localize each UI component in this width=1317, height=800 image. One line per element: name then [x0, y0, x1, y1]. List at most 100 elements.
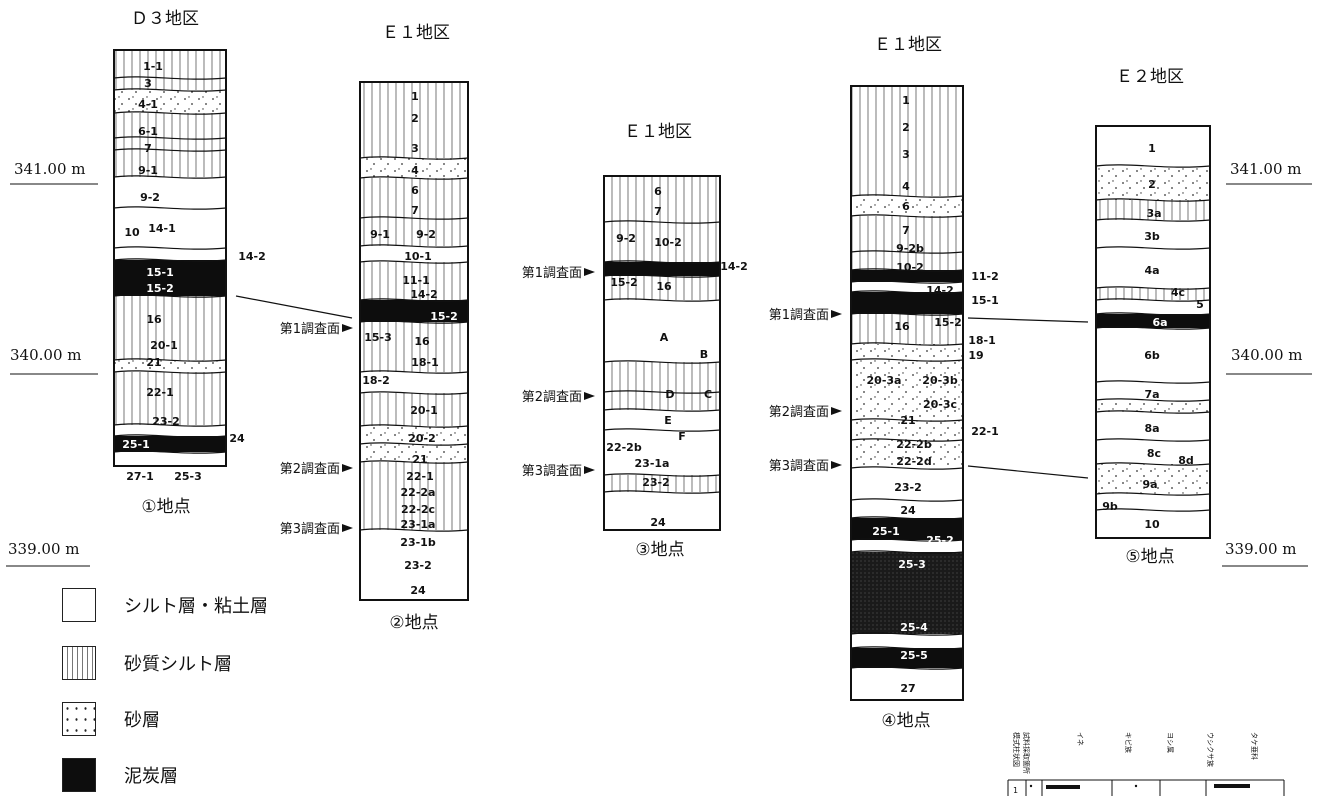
- layer-label: 21: [412, 453, 427, 466]
- layer-label: 10-2: [896, 261, 924, 274]
- layer-label: 20-3a: [867, 374, 902, 387]
- layer-label: 22-2d: [896, 455, 931, 468]
- elevation-label-339-right: 339.00 m: [1225, 540, 1296, 558]
- layer-label: 6: [411, 184, 419, 197]
- layer-label: 9-1: [138, 164, 158, 177]
- layer-label: 6a: [1152, 316, 1167, 329]
- layer-label: 10: [124, 226, 140, 239]
- layer-label: 19: [968, 349, 983, 362]
- layer-label: 20-1: [150, 339, 178, 352]
- layer-label: 5: [1196, 298, 1204, 311]
- layer-label: 4-1: [138, 98, 158, 111]
- legend-label-peat: 泥炭層: [124, 762, 178, 788]
- layer-label: 23-1b: [400, 536, 436, 549]
- layer-label: 1: [1148, 142, 1156, 155]
- layer-label: 14-2: [238, 250, 266, 263]
- layer-label: 22-1: [971, 425, 999, 438]
- inset-dot: [1135, 785, 1137, 787]
- layer-label: 18-1: [968, 334, 996, 347]
- layer-label: 14-2: [926, 284, 954, 297]
- layer-label: 20-1: [410, 404, 438, 417]
- layer-label: E: [664, 414, 672, 427]
- legend-item-sandy-silt: 砂質シルト層: [62, 646, 232, 680]
- layer-label: 23-2: [894, 481, 922, 494]
- column-title: Ｅ１地区: [874, 35, 942, 55]
- layer-band: [604, 176, 720, 222]
- layer-label: 2: [1148, 178, 1156, 191]
- inset-header-label: タケ亜科: [1250, 732, 1259, 760]
- layer-label: D: [665, 388, 674, 401]
- layer-label: 25-5: [900, 649, 928, 662]
- survey-surface-label: 第2調査面: [769, 405, 829, 420]
- layer-label: 4: [902, 180, 910, 193]
- column-title: Ｅ１地区: [624, 122, 692, 142]
- layer-label: 7: [654, 205, 662, 218]
- inset-bar: [1046, 785, 1080, 789]
- layer-label: 3: [144, 77, 152, 90]
- layer-label: 2: [902, 121, 910, 134]
- layer-label: 16: [656, 280, 672, 293]
- layer-label: 25-3: [898, 558, 926, 571]
- layer-label: 22-2a: [401, 486, 436, 499]
- layer-label: 15-2: [934, 316, 962, 329]
- layer-band: [1096, 400, 1210, 412]
- layer-label: 7: [902, 224, 910, 237]
- layer-label: 25-2: [926, 534, 954, 547]
- inset-header-label: イネ: [1076, 732, 1084, 746]
- layer-label: 8c: [1147, 447, 1161, 460]
- layer-label: 27-1: [126, 470, 154, 483]
- stratigraphic-column-4: [851, 86, 963, 700]
- layer-label: 3: [902, 148, 910, 161]
- layer-label: 23-2: [152, 415, 180, 428]
- layer-label: 22-2b: [896, 438, 932, 451]
- legend-item-silt: シルト層・粘土層: [62, 588, 268, 622]
- layer-band: [114, 150, 226, 177]
- site-label: ②地点: [389, 613, 438, 633]
- layer-label: 20-3b: [922, 374, 958, 387]
- legend-label-sandy-silt: 砂質シルト層: [124, 650, 232, 676]
- survey-surface-label: 第1調査面: [522, 266, 582, 281]
- layer-band: [851, 344, 963, 360]
- layer-label: 6: [654, 185, 662, 198]
- layer-label: 1: [902, 94, 910, 107]
- legend-label-silt: シルト層・粘土層: [124, 592, 268, 618]
- layer-label: 9-2b: [896, 242, 924, 255]
- correlation-line: [968, 466, 1088, 478]
- layer-label: 9-2: [416, 228, 436, 241]
- layer-label: 23-2: [404, 559, 432, 572]
- silt-clay-swatch: [62, 588, 96, 622]
- layer-label: 20-2: [408, 432, 436, 445]
- legend-item-sand: 砂層: [62, 702, 160, 736]
- layer-label: 8a: [1144, 422, 1159, 435]
- layer-band: [114, 177, 226, 208]
- layer-label: 22-1: [146, 386, 174, 399]
- layer-label: 21: [900, 414, 915, 427]
- inset-header-label: 模式柱状図: [1012, 732, 1021, 767]
- inset-dot: [1030, 785, 1032, 787]
- column-title: Ｅ２地区: [1116, 67, 1184, 87]
- site-label: ⑤地点: [1125, 547, 1174, 567]
- layer-label: 4: [411, 164, 419, 177]
- stratigraphic-column-1: [114, 50, 226, 466]
- survey-surface-label: 第1調査面: [280, 322, 340, 337]
- layer-label: 25-1: [872, 525, 900, 538]
- layer-label: 16: [146, 313, 162, 326]
- inset-header-label: ウシクサ族: [1206, 732, 1215, 767]
- layer-band: [114, 360, 226, 372]
- site-label: ③地点: [635, 540, 684, 560]
- layer-label: 22-2b: [606, 441, 642, 454]
- peat-swatch: [62, 758, 96, 792]
- layer-label: 6: [902, 200, 910, 213]
- pollen-diagram-inset: 模式柱状図試料採取箇所イネキビ族ヨシ属ウシクサ族タケ亜科1: [1008, 732, 1284, 796]
- sandy-silt-swatch: [62, 646, 96, 680]
- layer-band: [851, 634, 963, 648]
- site-label: ④地点: [881, 711, 930, 731]
- layer-label: 11-2: [971, 270, 999, 283]
- layer-label: 15-2: [430, 310, 458, 323]
- layer-label: 15-1: [146, 266, 174, 279]
- layer-label: 3: [411, 142, 419, 155]
- inset-row-label: 1: [1013, 786, 1018, 795]
- survey-surface-label: 第2調査面: [522, 390, 582, 405]
- elevation-label-341-left: 341.00 m: [14, 160, 85, 178]
- layer-label: 4a: [1144, 264, 1159, 277]
